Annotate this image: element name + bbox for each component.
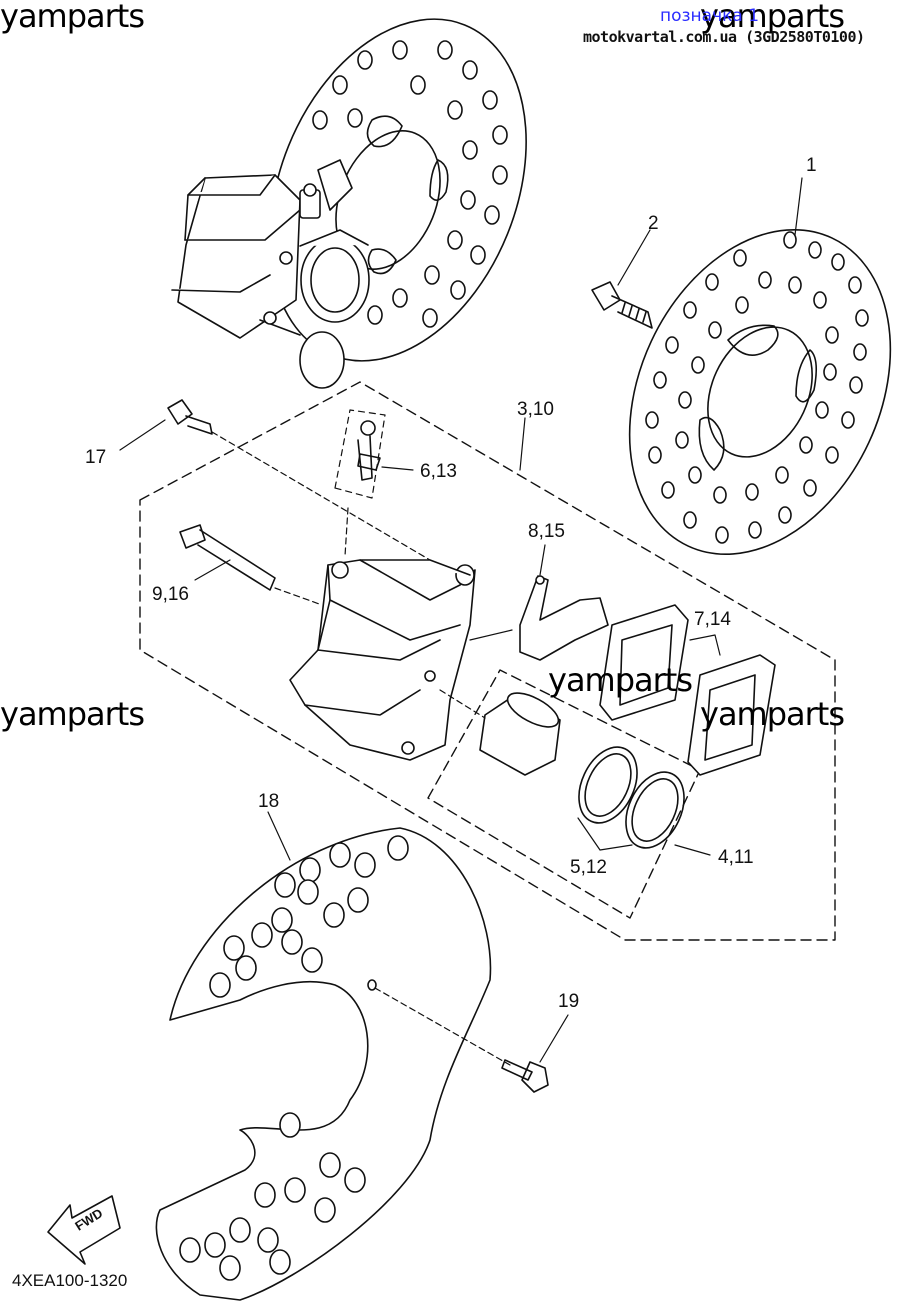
caliper-body: [289, 559, 476, 761]
callout-2: 2: [648, 213, 659, 234]
disc-holes-top: [312, 40, 508, 328]
part-6-13-bleed-screw: [357, 420, 381, 481]
callout-4-11: 4,11: [718, 847, 754, 868]
part-17-bolt: [167, 399, 213, 435]
watermark: yamparts: [0, 0, 145, 35]
kit-outline-6-13: [334, 409, 386, 499]
watermark: yamparts: [700, 695, 845, 733]
watermark: yamparts: [700, 0, 845, 35]
disc-holes: [645, 231, 869, 544]
part-8-15-pad-support: [519, 575, 609, 661]
callout-6-13: 6,13: [420, 461, 457, 482]
kit-outline-3-10: [139, 381, 836, 941]
assembled-caliper: [171, 159, 370, 389]
part-2-disc-bolt: [591, 281, 653, 329]
caliper-piston: [479, 692, 561, 776]
part-18-disc-guard: [155, 827, 492, 1301]
part-7-14-brake-pads: [599, 604, 776, 776]
callout-7-14: 7,14: [694, 609, 731, 630]
part-5-12-piston-seals: [578, 746, 685, 849]
part-9-16-caliper-pin: [179, 524, 276, 591]
watermark: yamparts: [548, 661, 693, 699]
callout-9-16: 9,16: [152, 584, 189, 605]
diagram-code: 4XEA100-1320: [12, 1271, 128, 1290]
kit-outline-4-11: [427, 669, 701, 919]
callout-18: 18: [258, 791, 280, 812]
marker-link[interactable]: позначка 1: [660, 6, 760, 26]
callout-19: 19: [558, 991, 580, 1012]
part-1-brake-disc: [628, 228, 892, 556]
callout-17: 17: [85, 447, 107, 468]
watermark: yamparts: [0, 695, 145, 733]
site-reference: motokvartal.com.ua (3GD2580T0100): [583, 28, 865, 46]
callout-8-15: 8,15: [528, 521, 565, 542]
callout-1: 1: [806, 155, 817, 176]
part-19-bolt: [501, 1059, 549, 1093]
fwd-arrow-icon: [47, 1195, 121, 1265]
callout-5-12: 5,12: [570, 857, 607, 878]
callout-3-10: 3,10: [517, 399, 554, 420]
